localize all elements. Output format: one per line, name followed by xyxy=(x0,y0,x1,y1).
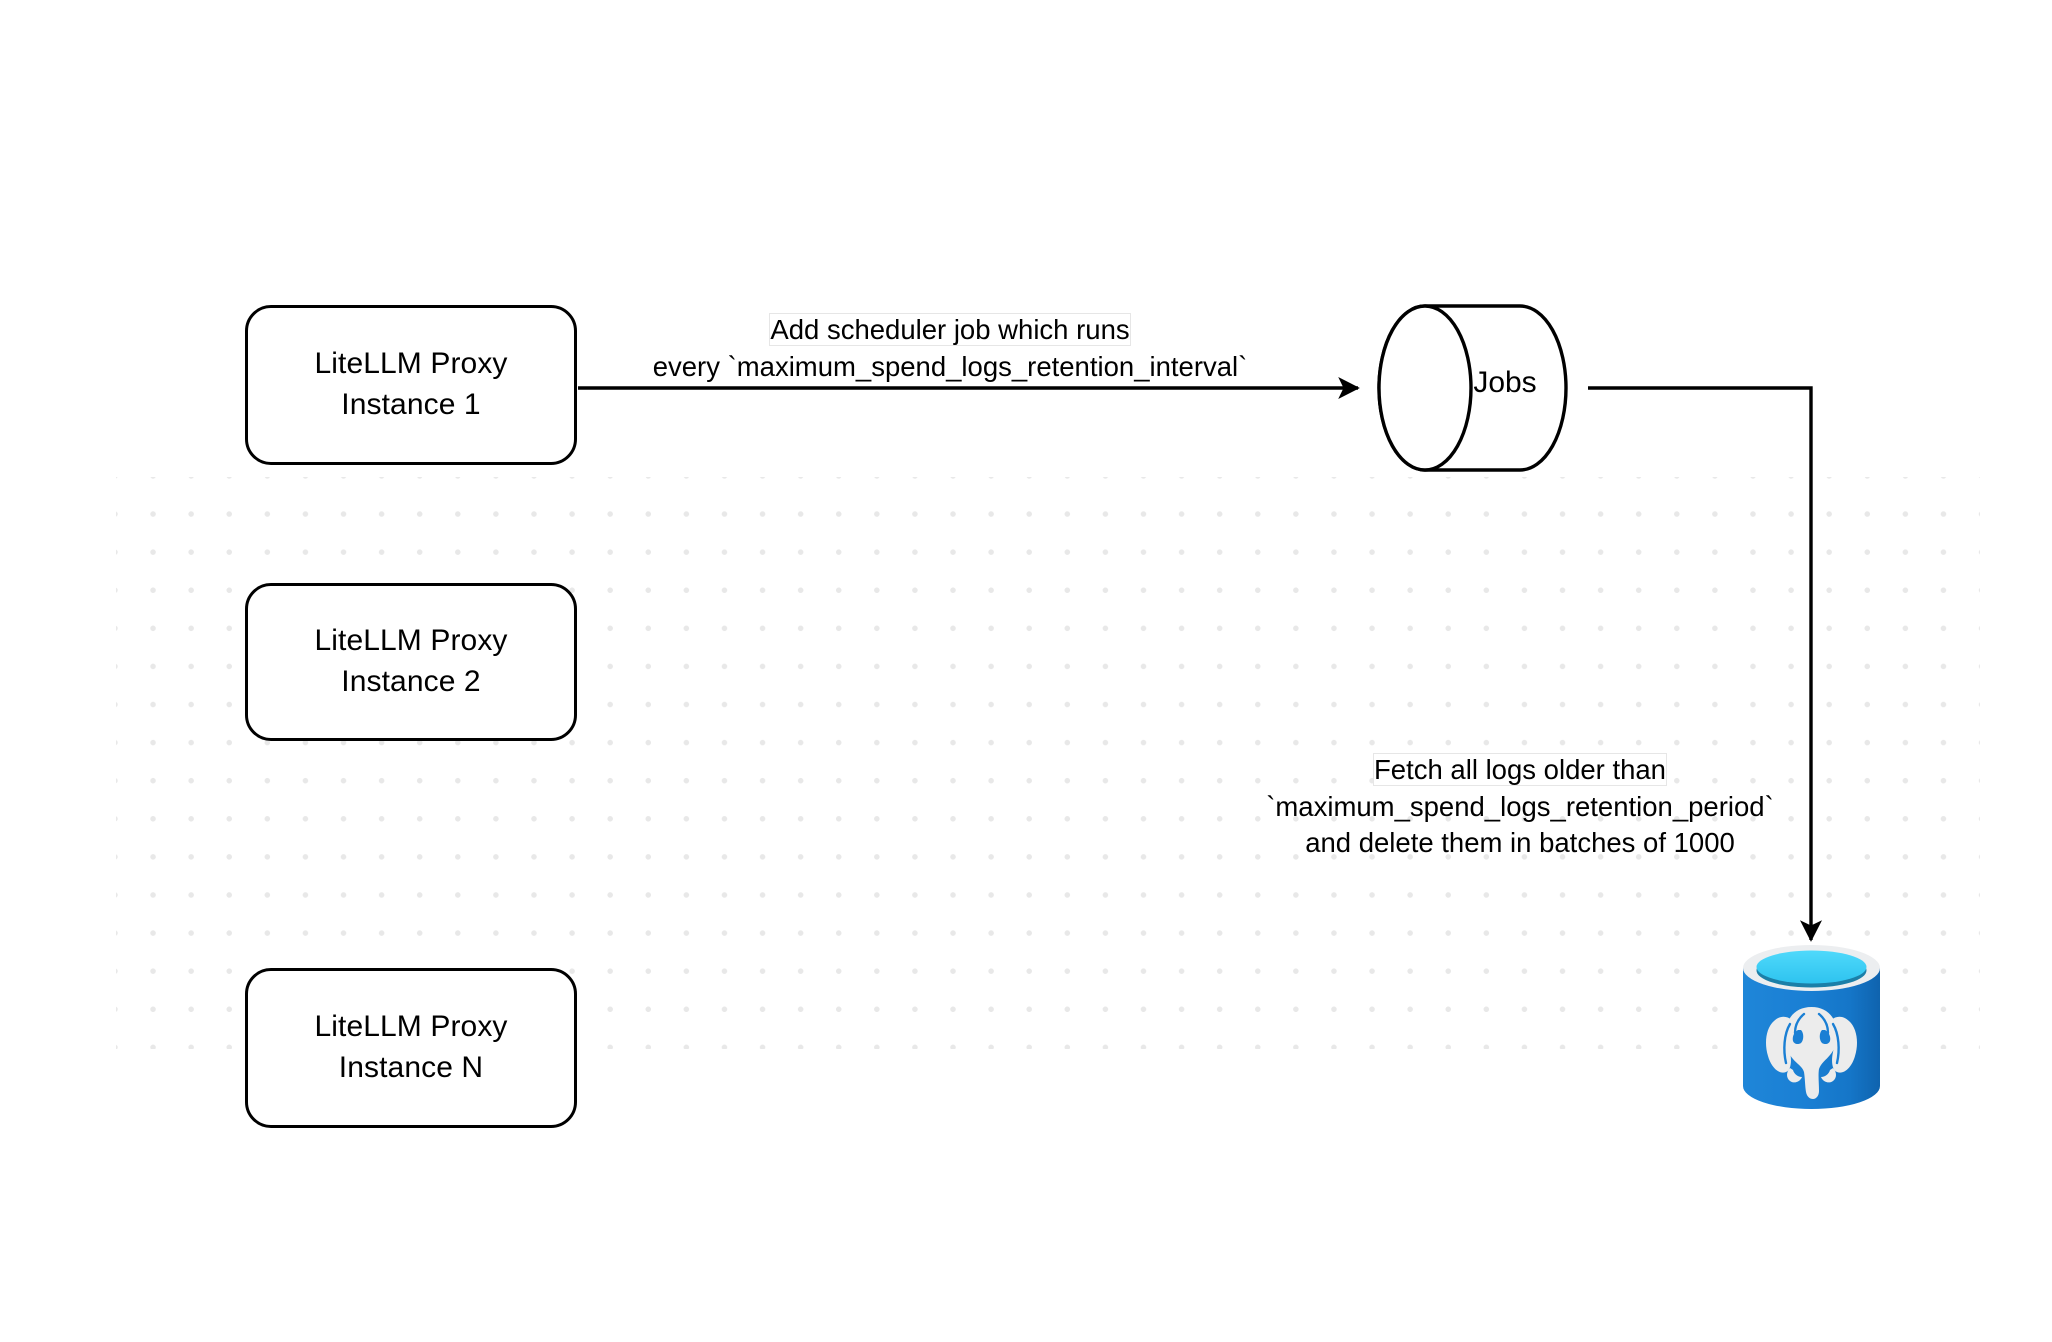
edge-label-fetch-line-3: and delete them in batches of 1000 xyxy=(1305,827,1735,859)
edge-label-fetch-line-1: Fetch all logs older than xyxy=(1230,752,1810,789)
proxy-1-line-1: LiteLLM Proxy xyxy=(314,347,508,381)
proxy-1-line-2: Instance 1 xyxy=(341,388,481,421)
proxy-2-line-1: LiteLLM Proxy xyxy=(314,624,508,658)
proxy-3-line-1: LiteLLM Proxy xyxy=(314,1010,508,1044)
jobs-cylinder-shape xyxy=(1377,304,1568,472)
postgres-top-fill xyxy=(1756,950,1867,984)
node-litellm-proxy-instance-n[interactable]: LiteLLM Proxy Instance N xyxy=(245,968,577,1128)
edge-label-fetch-highlight: Fetch all logs older than xyxy=(1374,754,1666,785)
node-jobs-label: Jobs xyxy=(1473,366,1537,399)
edge-label-add-scheduler-job: Add scheduler job which runs every `maxi… xyxy=(590,312,1310,385)
edge-label-scheduler-line-1: Add scheduler job which runs xyxy=(590,312,1310,349)
node-litellm-proxy-instance-1[interactable]: LiteLLM Proxy Instance 1 xyxy=(245,305,577,465)
edge-label-fetch-line-2: `maximum_spend_logs_retention_period` xyxy=(1266,790,1774,822)
edge-jobs-to-database xyxy=(1588,386,1823,942)
node-litellm-proxy-instance-2[interactable]: LiteLLM Proxy Instance 2 xyxy=(245,583,577,741)
postgresql-database-icon[interactable] xyxy=(1740,944,1883,1111)
edge-label-scheduler-highlight: Add scheduler job which runs xyxy=(770,314,1130,345)
proxy-2-line-2: Instance 2 xyxy=(341,665,481,698)
edge-label-fetch-and-delete-logs: Fetch all logs older than `maximum_spend… xyxy=(1230,752,1810,862)
postgres-elephant-contours xyxy=(1783,1012,1840,1065)
edge-label-scheduler-line-2: every `maximum_spend_logs_retention_inte… xyxy=(652,350,1248,382)
proxy-3-line-2: Instance N xyxy=(338,1051,484,1084)
